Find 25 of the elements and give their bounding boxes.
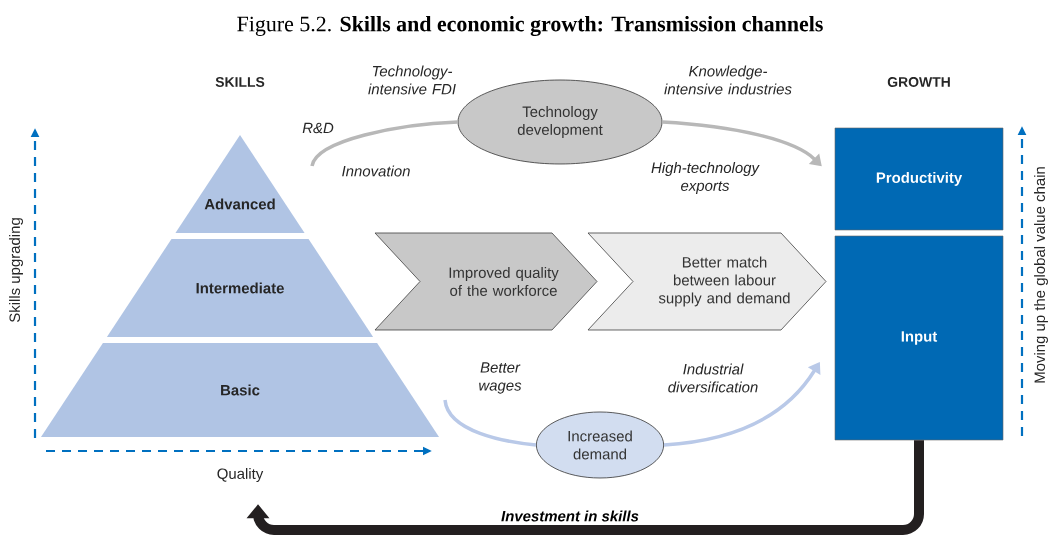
axis-label: Quality [217,468,264,482]
italic-label: Industrial diversification [668,363,758,393]
italic-label: R&D [302,122,334,134]
curved-band [310,120,458,167]
growth-box: Productivity [834,127,1004,231]
pyramid-level: Intermediate [106,239,374,337]
pyramid-level: Advanced [175,135,305,233]
pyramid-level: Basic [41,343,440,437]
italic-label: High-technology exports [651,162,760,194]
italic-label: Knowledge-intensive industries [664,65,792,95]
edge-label: Investment in skills [501,510,639,522]
italic-label: Innovation [342,165,410,177]
axis-label: Skills upgrading [9,218,23,323]
feedback-arrow [246,440,924,535]
process-box: Improved quality of the workforce [374,232,598,331]
oval-node: Increased demand [535,411,665,479]
figure-title: Figure 5.2. Skills and economic growth: Transmission channels [237,16,823,36]
curved-band [443,399,537,447]
process-box: Better match between labour supply and demand [587,232,827,331]
column-heading: GROWTH [887,77,950,87]
italic-label: Technology-intensive FDI [368,65,456,95]
growth-box: Input [834,235,1004,441]
column-heading: SKILLS [215,77,265,87]
axis-label: Moving up the global value chain [1034,167,1048,383]
italic-label: Better wages [479,362,522,394]
